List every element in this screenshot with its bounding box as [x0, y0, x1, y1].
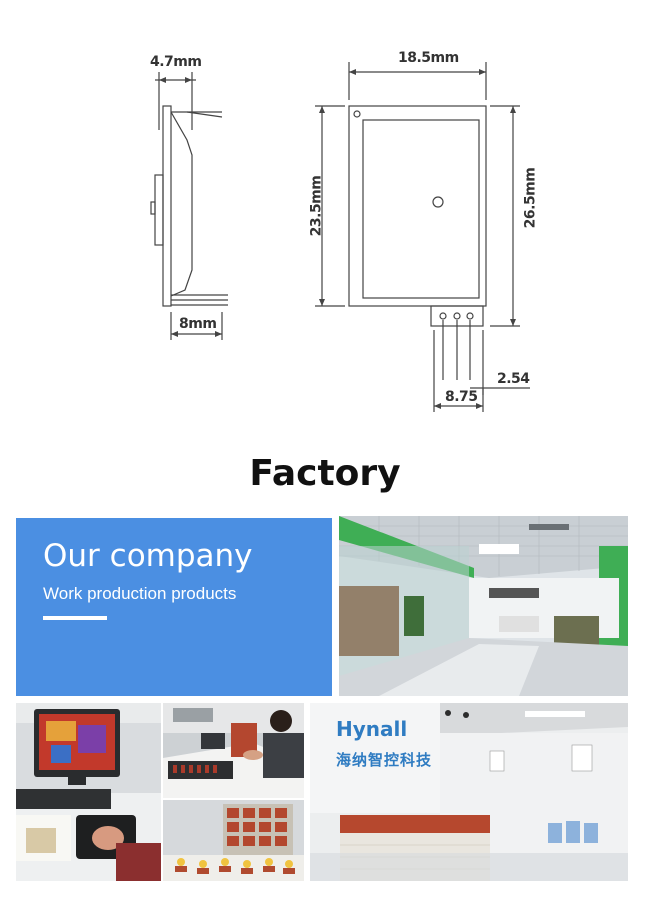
side-view-profile — [170, 111, 193, 297]
section-title: Factory — [249, 453, 401, 494]
front-view-patch — [362, 119, 480, 299]
reception-photo: Hynall 海纳智控科技 — [310, 703, 628, 881]
company-subheading: Work production products — [43, 584, 237, 603]
reception-logo: Hynall — [336, 717, 408, 741]
desk-monitor-photo — [16, 703, 161, 881]
technical-drawing: 4.7mm 18.5mm 8mm 23.5mm 26.5mm 8.75 2.54 — [0, 0, 650, 440]
worker-bench-photo — [163, 703, 304, 798]
side-view-base — [162, 105, 172, 307]
office-corridor-photo — [339, 516, 628, 696]
dim-pin-span: 8.75 — [445, 389, 478, 405]
company-card: Our company Work production products — [16, 518, 332, 696]
dim-depth: 4.7mm — [150, 54, 202, 70]
feed-point — [432, 196, 444, 208]
company-underline — [43, 616, 107, 620]
antenna-dimension-drawing — [150, 62, 530, 412]
dim-width: 18.5mm — [398, 50, 459, 66]
test-rack-photo — [163, 800, 304, 881]
dim-outer-height: 26.5mm — [522, 167, 539, 229]
reception-logo-chinese: 海纳智控科技 — [336, 751, 433, 769]
company-heading: Our company — [43, 538, 253, 574]
side-view-connector — [154, 174, 164, 246]
front-view-outer — [348, 105, 487, 307]
dim-pin-pitch: 2.54 — [497, 371, 530, 387]
dim-pin-length: 8mm — [179, 316, 217, 332]
dim-inner-height: 23.5mm — [308, 175, 325, 237]
